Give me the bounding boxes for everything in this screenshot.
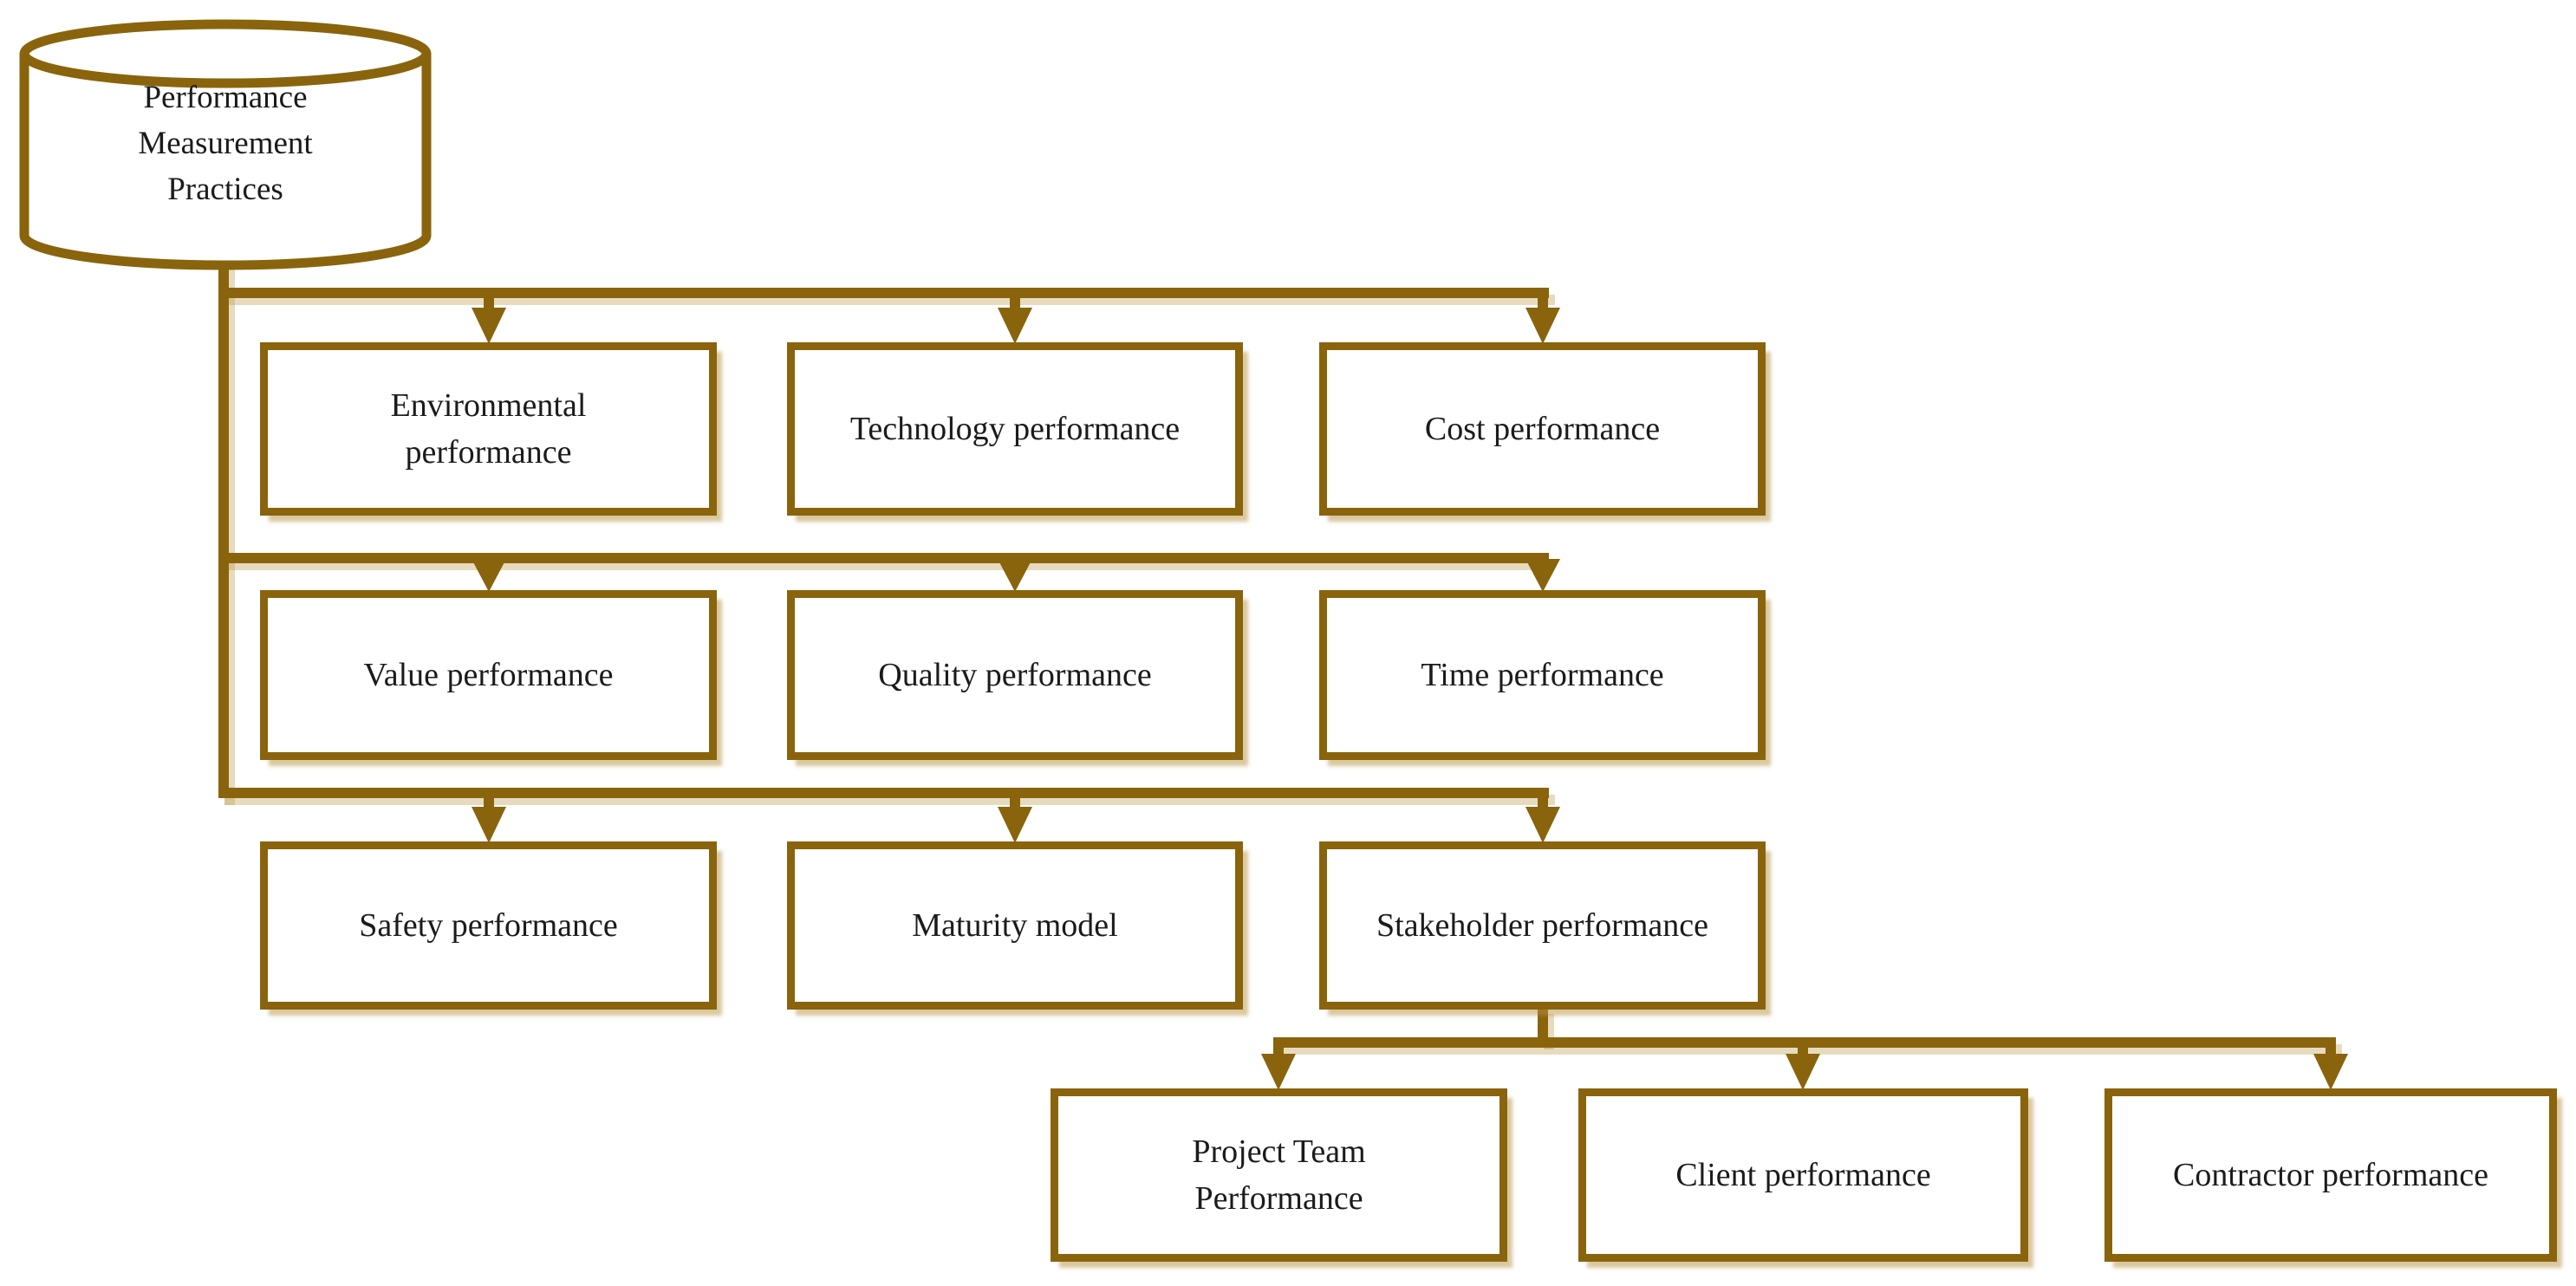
node-label: Value performance (363, 657, 614, 693)
arrow-down-icon (998, 293, 1032, 344)
arrow-down-icon (998, 558, 1032, 592)
node-quality-performance: Quality performance (787, 590, 1243, 760)
node-safety-performance: Safety performance (260, 841, 717, 1010)
node-label: Client performance (1675, 1157, 1931, 1193)
root-node-label: Performance Measurement Practices (138, 80, 313, 207)
node-contractor-performance: Contractor performance (2104, 1088, 2557, 1262)
node-technology-performance: Technology performance (787, 342, 1243, 516)
node-label: Stakeholder performance (1376, 907, 1708, 944)
arrow-down-icon (472, 558, 506, 592)
node-label: Time performance (1421, 657, 1664, 693)
arrow-down-icon (1786, 1042, 1820, 1090)
arrow-down-icon (472, 293, 506, 344)
connector-shadow (224, 263, 2342, 1055)
node-environmental-performance: Environmental performance (260, 342, 717, 516)
node-project-team-performance: Project Team Performance (1051, 1088, 1507, 1262)
arrow-down-icon (1261, 1042, 1296, 1090)
arrow-down-icon (998, 793, 1032, 843)
node-value-performance: Value performance (260, 590, 717, 760)
node-maturity-model: Maturity model (787, 841, 1243, 1010)
arrow-down-icon (1525, 558, 1560, 592)
node-label: Quality performance (878, 657, 1152, 693)
database-cylinder-icon (19, 19, 432, 270)
arrow-down-icon (472, 793, 506, 843)
arrow-down-icon (1525, 793, 1560, 843)
node-client-performance: Client performance (1578, 1088, 2028, 1262)
node-label: Technology performance (849, 411, 1181, 447)
node-cost-performance: Cost performance (1319, 342, 1766, 516)
node-label: Safety performance (359, 907, 618, 944)
node-label: Cost performance (1424, 411, 1661, 447)
node-label: Project Team Performance (1192, 1133, 1366, 1217)
node-label: Contractor performance (2173, 1157, 2488, 1193)
node-label: Maturity model (912, 907, 1118, 944)
node-label: Environmental performance (390, 387, 587, 471)
arrow-down-icon (2313, 1042, 2348, 1090)
node-time-performance: Time performance (1319, 590, 1766, 760)
node-stakeholder-performance: Stakeholder performance (1319, 841, 1766, 1010)
arrow-down-icon (1525, 293, 1560, 344)
